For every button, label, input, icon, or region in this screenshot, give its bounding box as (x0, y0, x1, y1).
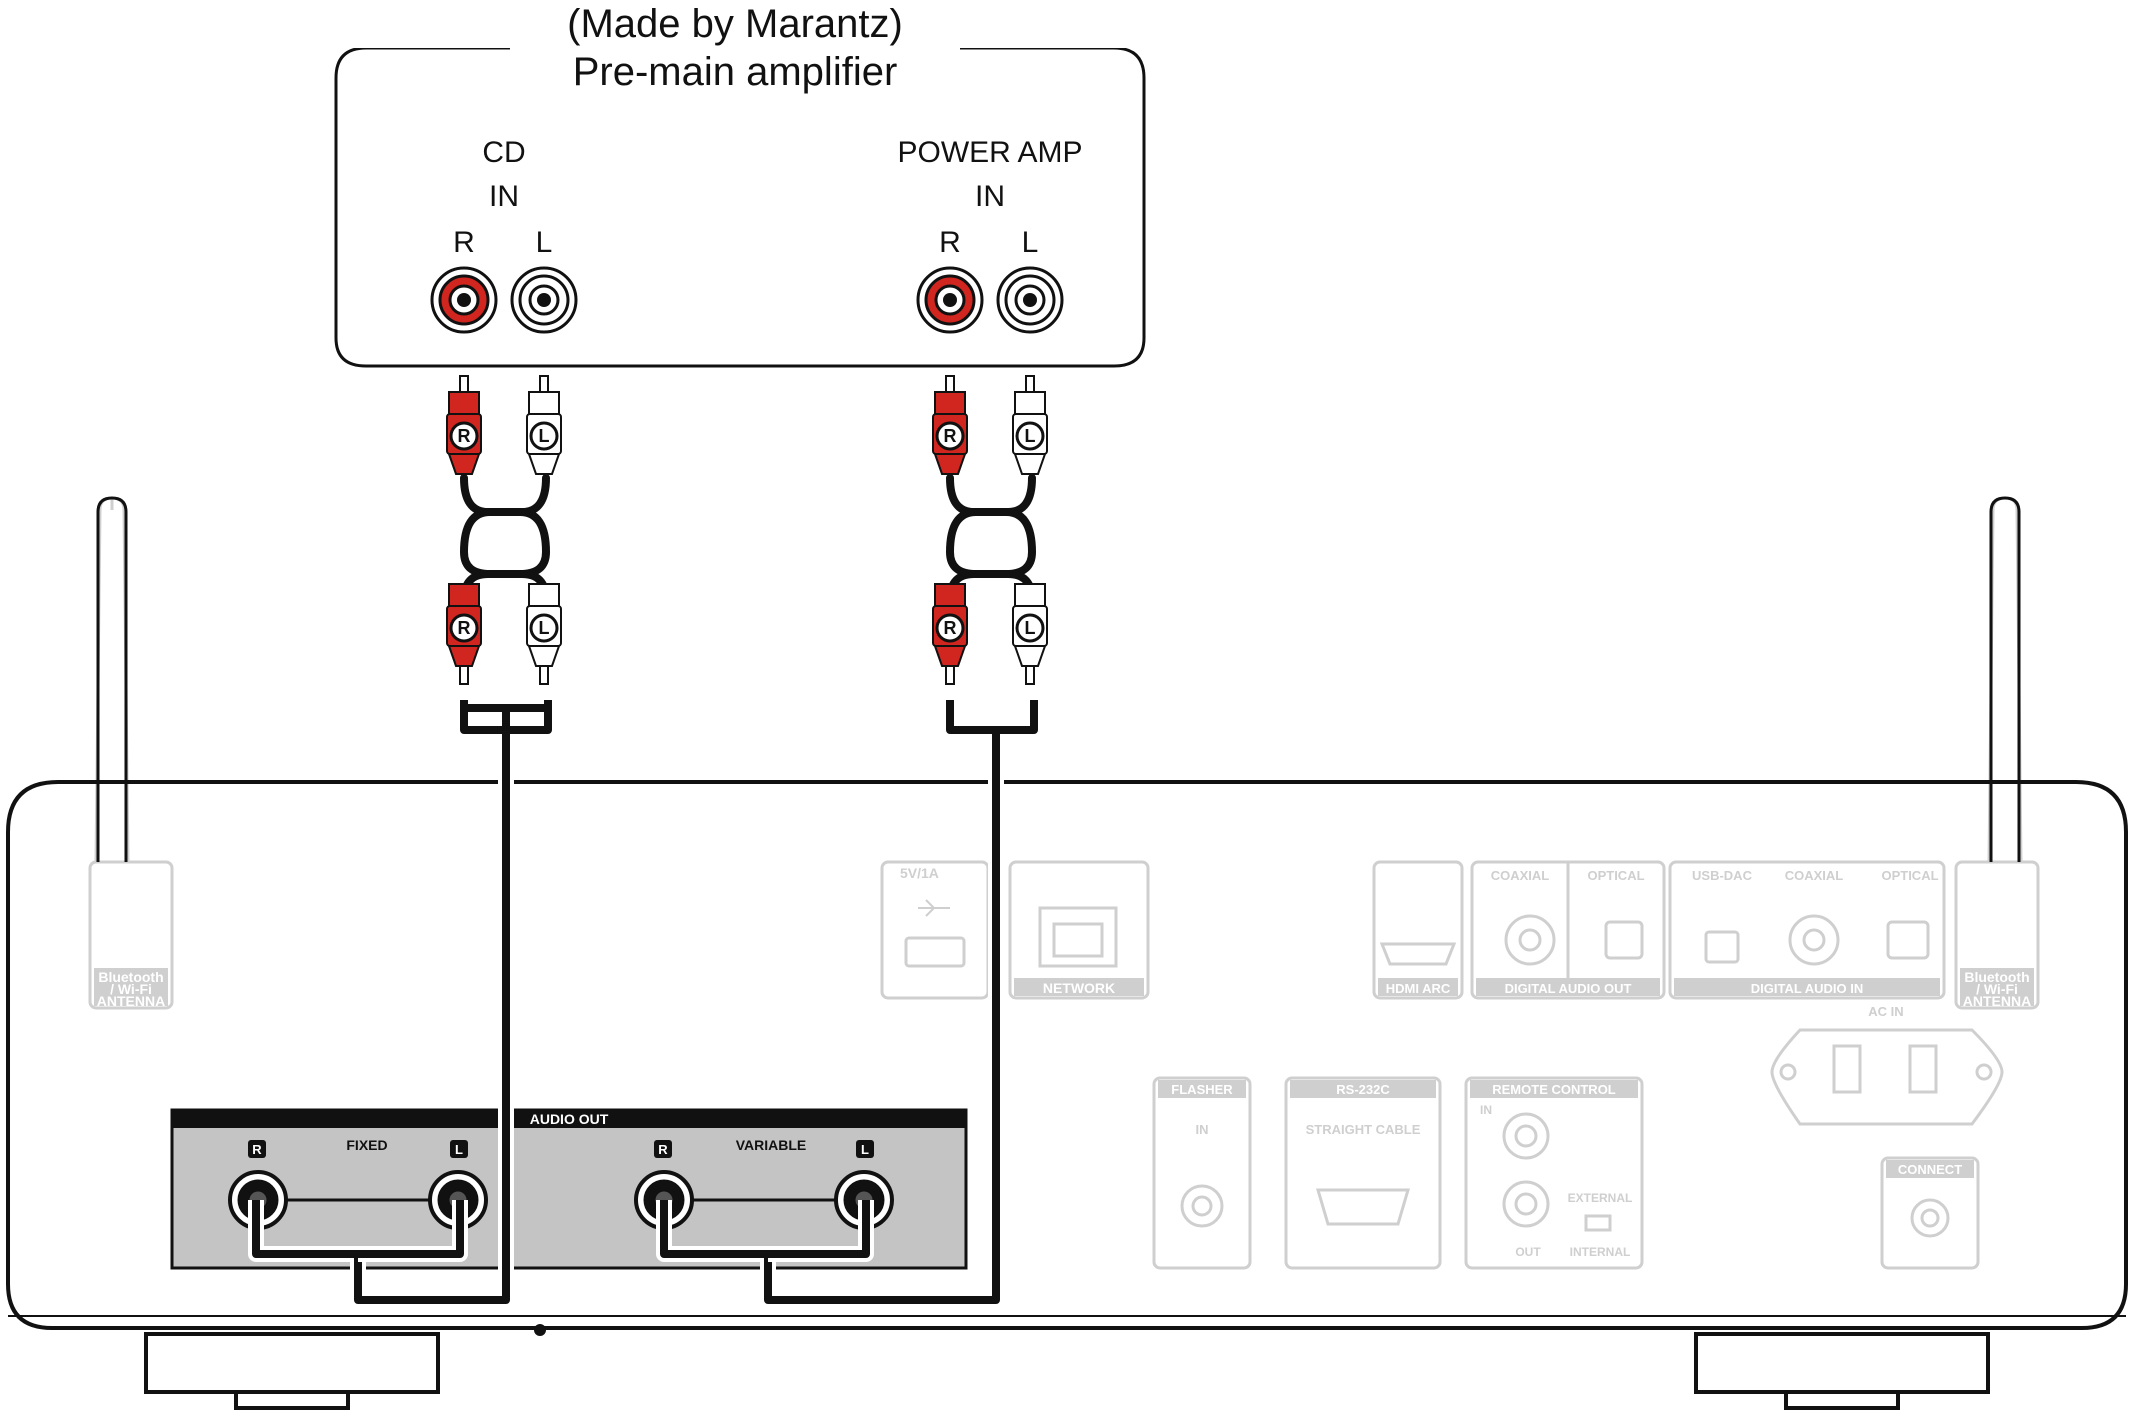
digital-in-label: DIGITAL AUDIO IN (1751, 981, 1863, 996)
antenna-left-outline (96, 496, 128, 862)
hdmi-label: HDMI ARC (1386, 981, 1451, 996)
power-amp-l-label: L (1021, 226, 1039, 259)
remote-internal-label: INTERNAL (1570, 1245, 1631, 1259)
power-amp-group-label: POWER AMP (897, 136, 1083, 169)
antenna-label-line1: Bluetooth (98, 969, 163, 985)
antenna-label-line1: Bluetooth (1964, 969, 2029, 985)
plug-cd-r-bottom: R (446, 583, 482, 685)
fixed-r-mark: R (252, 1142, 262, 1157)
cable-power-amp (656, 700, 1038, 1308)
remote-label: REMOTE CONTROL (1492, 1082, 1616, 1097)
power-amp-r-jack (916, 266, 984, 334)
hdmi-port: HDMI ARC (1372, 860, 1464, 1000)
antenna-label-line2: / Wi-Fi (1976, 981, 2018, 997)
plug-power-amp-r-top: R (932, 375, 968, 475)
cd-r-label: R (453, 226, 475, 259)
antenna-right-outline (1989, 496, 2021, 862)
cable-power-amp-pair (945, 474, 1037, 604)
antenna-right (1954, 496, 2040, 1010)
antenna-label-line3: ANTENNA (97, 993, 165, 1009)
antenna-label-line2: / Wi-Fi (110, 981, 152, 997)
plug-cd-l-top: L (526, 375, 562, 475)
variable-label: VARIABLE (736, 1137, 807, 1153)
connect-button: CONNECT (1880, 1156, 1980, 1270)
digital-audio-out: COAXIAL OPTICAL DIGITAL AUDIO OUT (1470, 860, 1666, 1000)
plug-power-amp-l-bottom-letter: L (1025, 618, 1036, 638)
cable-cd (248, 700, 556, 1308)
plug-power-amp-r-bottom-letter: R (944, 618, 957, 638)
plug-cd-r-bottom-letter: R (458, 618, 471, 638)
amplifier-maker-note: (Made by Marantz) (340, 0, 1130, 48)
usb-label: 5V/1A (900, 865, 939, 881)
plug-cd-l-bottom: L (526, 583, 562, 685)
rs232c-port: RS-232C STRAIGHT CABLE (1284, 1076, 1442, 1270)
plug-power-amp-r-top-letter: R (944, 426, 957, 446)
digital-out-optical-label: OPTICAL (1587, 868, 1644, 883)
remote-external-label: EXTERNAL (1568, 1191, 1633, 1205)
digital-out-coaxial-label: COAXIAL (1491, 868, 1550, 883)
flasher-in-label: IN (1196, 1122, 1209, 1137)
foot-left (144, 1332, 440, 1410)
plug-power-amp-l-bottom: L (1012, 583, 1048, 685)
plug-cd-r-top-letter: R (458, 426, 471, 446)
flasher-label: FLASHER (1171, 1082, 1233, 1097)
cd-r-jack (430, 266, 498, 334)
remote-out-label: OUT (1515, 1245, 1541, 1259)
usb-port: 5V/1A (880, 860, 990, 1000)
antenna-label-line3: ANTENNA (1963, 993, 2031, 1009)
ac-in-label: AC IN (1868, 1004, 1903, 1019)
digital-in-usb-dac-label: USB-DAC (1692, 868, 1753, 883)
cd-group-label: CD (482, 136, 526, 169)
flasher-jack: FLASHER IN (1152, 1076, 1252, 1270)
digital-audio-in: USB-DAC COAXIAL OPTICAL DIGITAL AUDIO IN (1668, 860, 1946, 1000)
variable-r-mark: R (658, 1142, 668, 1157)
power-amp-r-label: R (939, 226, 961, 259)
fixed-l-mark: L (455, 1142, 463, 1157)
antenna-label-right: Bluetooth / Wi-Fi ANTENNA (1963, 969, 2031, 1009)
network-port: NETWORK (1008, 860, 1150, 1000)
foot-right (1694, 1332, 1990, 1410)
amplifier-name: Pre-main amplifier (572, 50, 898, 94)
antenna-label-left: Bluetooth / Wi-Fi ANTENNA (97, 969, 165, 1009)
cable-cd-pair (459, 474, 551, 604)
rs232c-cable-label: STRAIGHT CABLE (1306, 1122, 1421, 1137)
network-label: NETWORK (1043, 980, 1115, 996)
player-chassis (6, 780, 2128, 1330)
plug-power-amp-r-bottom: R (932, 583, 968, 685)
remote-in-label: IN (1480, 1103, 1492, 1117)
cd-l-label: L (535, 226, 553, 259)
cd-in-label: IN (489, 180, 519, 213)
power-amp-in-label: IN (975, 180, 1005, 213)
amp-jacks (430, 266, 1064, 334)
variable-l-mark: L (861, 1142, 869, 1157)
plug-power-amp-l-top: L (1012, 375, 1048, 475)
connect-label: CONNECT (1898, 1162, 1962, 1177)
fixed-r-jack (228, 1170, 288, 1230)
digital-in-optical-label: OPTICAL (1881, 868, 1938, 883)
audio-out-label: AUDIO OUT (530, 1111, 609, 1127)
audio-out-panel: AUDIO OUT R FIXED L R VARIABLE L (170, 1108, 968, 1270)
plug-power-amp-l-top-letter: L (1025, 426, 1036, 446)
power-amp-l-jack (996, 266, 1064, 334)
rs232c-label: RS-232C (1336, 1082, 1390, 1097)
ac-inlet: AC IN (1770, 1004, 2004, 1126)
chassis-screw (534, 1324, 546, 1336)
fixed-label: FIXED (346, 1137, 387, 1153)
plug-cd-l-top-letter: L (539, 426, 550, 446)
rca-plugs: R L R L R L R L (446, 375, 1048, 685)
cd-l-jack (510, 266, 578, 334)
plug-cd-l-bottom-letter: L (539, 618, 550, 638)
digital-in-coaxial-label: COAXIAL (1785, 868, 1844, 883)
plug-cd-r-top: R (446, 375, 482, 475)
antenna-left (88, 496, 174, 1010)
digital-out-label: DIGITAL AUDIO OUT (1505, 981, 1632, 996)
remote-control: REMOTE CONTROL IN OUT EXTERNAL INTERNAL (1464, 1076, 1644, 1270)
